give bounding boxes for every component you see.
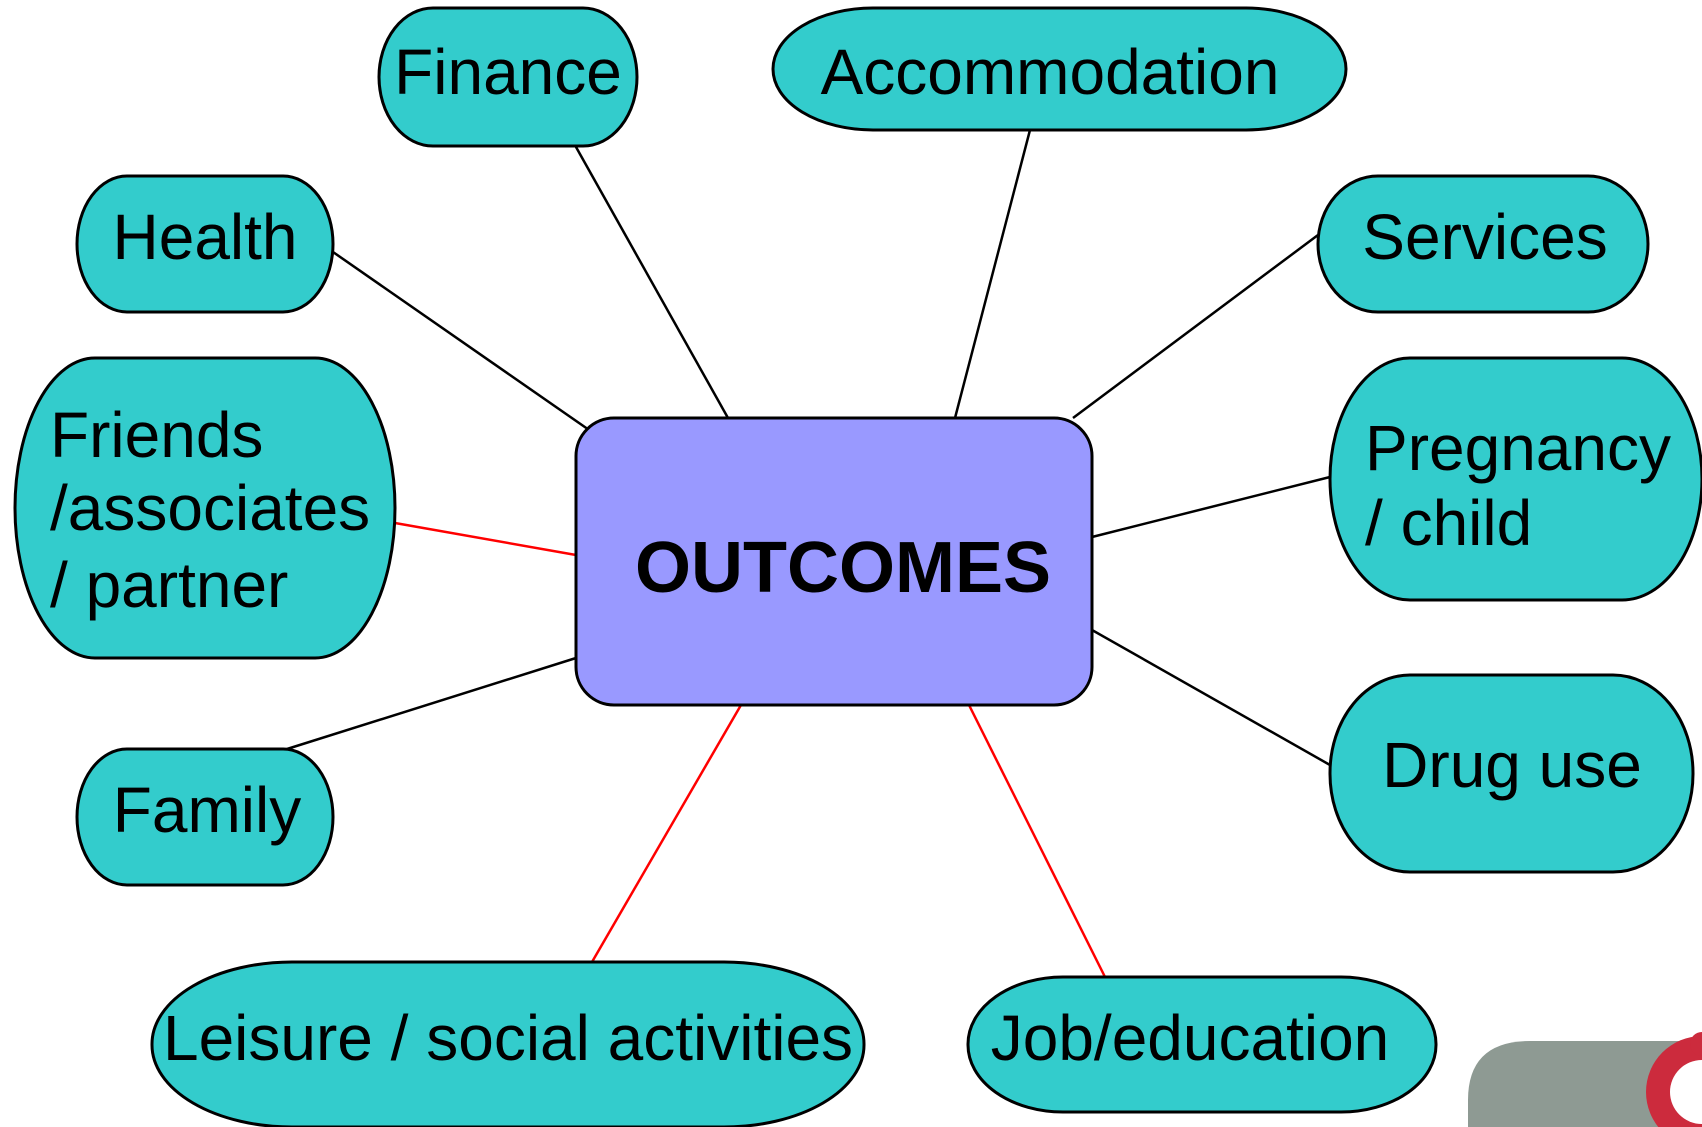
node-services: Services — [1316, 174, 1650, 314]
logo-gray-shape — [1468, 1041, 1702, 1127]
connector-services — [1072, 233, 1319, 420]
node-label-line: Leisure / social activities — [163, 1002, 853, 1074]
center-label: OUTCOMES — [635, 528, 1051, 608]
node-shape — [1328, 356, 1702, 602]
node-label-line: Drug use — [1382, 729, 1642, 801]
node-family: Family — [75, 747, 335, 887]
node-label-line: Pregnancy — [1365, 412, 1671, 484]
connector-job-education — [967, 704, 1107, 978]
node-shape — [771, 6, 1348, 132]
node-label-line: Family — [113, 774, 301, 846]
connector-accommodation — [953, 129, 1032, 419]
node-label-line: Friends — [50, 399, 263, 471]
node-label-line: Finance — [394, 36, 622, 108]
node-label-line: Services — [1362, 201, 1607, 273]
node-shape — [1328, 673, 1695, 874]
node-friends: Friends /associates / partner — [13, 356, 397, 660]
node-label-line: / partner — [50, 549, 288, 621]
node-accommodation: Accommodation — [771, 6, 1348, 132]
node-drug-use: Drug use — [1328, 673, 1695, 874]
node-label-line: / child — [1365, 487, 1532, 559]
node-label-line: Health — [113, 201, 298, 273]
node-job-education: Job/education — [966, 975, 1438, 1114]
node-shape — [13, 356, 397, 660]
node-label-line: /associates — [50, 472, 370, 544]
corner-logo-icon — [1468, 1032, 1702, 1127]
connector-pregnancy — [1091, 475, 1331, 539]
node-shape — [966, 975, 1438, 1114]
node-finance: Finance — [377, 6, 639, 148]
node-shape — [377, 6, 639, 148]
node-pregnancy: Pregnancy / child — [1328, 356, 1702, 602]
connector-leisure — [590, 704, 743, 963]
node-shape — [150, 960, 866, 1127]
logo-white-ring — [1670, 1060, 1702, 1124]
node-shape — [1316, 174, 1650, 314]
node-label-line: Job/education — [991, 1002, 1390, 1074]
connector-finance — [574, 146, 730, 419]
connectors — [286, 129, 1331, 978]
node-shape — [75, 174, 335, 314]
connector-friends — [394, 521, 577, 557]
node-leisure: Leisure / social activities — [150, 960, 866, 1127]
connector-family — [286, 656, 577, 751]
center-node: OUTCOMES — [574, 416, 1094, 707]
node-health: Health — [75, 174, 335, 314]
node-label-line: Accommodation — [821, 36, 1280, 108]
connector-drug-use — [1091, 628, 1331, 767]
center-box — [574, 416, 1094, 707]
node-shape — [75, 747, 335, 887]
connector-health — [332, 250, 593, 434]
logo-red-dot — [1690, 1032, 1702, 1056]
